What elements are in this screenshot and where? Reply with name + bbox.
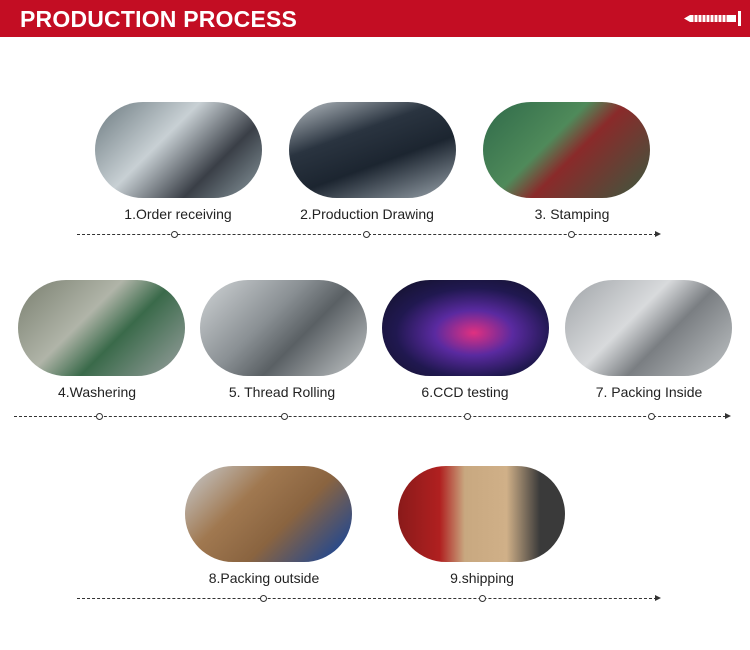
step-label: 8.Packing outside — [208, 570, 320, 586]
photo-thread-rolling — [200, 280, 367, 376]
page-title: PRODUCTION PROCESS — [20, 6, 298, 32]
photo-ccd-testing — [382, 280, 549, 376]
step-label: 9.shipping — [450, 570, 514, 586]
screw-icon — [684, 11, 741, 26]
photo-stamping — [483, 102, 650, 198]
timeline-dot — [464, 413, 471, 420]
step-label: 1.Order receiving — [124, 206, 232, 222]
step-label: 7. Packing Inside — [595, 384, 703, 400]
photo-packing-outside — [185, 466, 352, 562]
step-label: 4.Washering — [57, 384, 137, 400]
timeline-dot — [281, 413, 288, 420]
timeline-2 — [14, 416, 726, 417]
step-label: 5. Thread Rolling — [228, 384, 336, 400]
header-banner: PRODUCTION PROCESS — [0, 0, 750, 37]
timeline-dot — [260, 595, 267, 602]
timeline-dot — [96, 413, 103, 420]
timeline-dot — [648, 413, 655, 420]
timeline-dot — [568, 231, 575, 238]
step-label: 2.Production Drawing — [300, 206, 434, 222]
photo-washering — [18, 280, 185, 376]
photo-shipping — [398, 466, 565, 562]
arrow-icon — [655, 595, 661, 601]
photo-production-drawing — [289, 102, 456, 198]
timeline-dot — [363, 231, 370, 238]
timeline-3 — [77, 598, 657, 599]
photo-order-receiving — [95, 102, 262, 198]
step-label: 3. Stamping — [534, 206, 610, 222]
step-label: 6.CCD testing — [421, 384, 509, 400]
timeline-dot — [171, 231, 178, 238]
photo-packing-inside — [565, 280, 732, 376]
timeline-dot — [479, 595, 486, 602]
arrow-icon — [725, 413, 731, 419]
arrow-icon — [655, 231, 661, 237]
